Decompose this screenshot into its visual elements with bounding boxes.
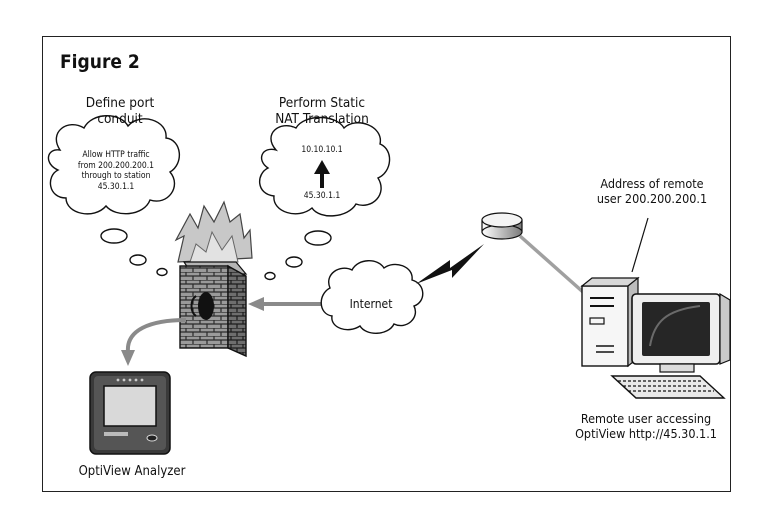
internet-cloud-icon	[320, 260, 424, 334]
port-conduit-thought-cloud	[47, 115, 180, 277]
firewall-icon	[174, 200, 253, 358]
bubble-line: through to station	[81, 171, 151, 182]
thought-bubble-dot	[100, 228, 128, 244]
port-conduit-heading-line2: conduit	[97, 110, 143, 127]
internet-label: Internet	[349, 297, 393, 311]
thought-bubble-dot	[129, 254, 147, 266]
static-nat-heading: Perform Static NAT Translation	[262, 95, 382, 127]
translation-arrow-up-icon	[314, 160, 330, 188]
optiview-analyzer-icon	[89, 371, 171, 455]
port-conduit-heading: Define port conduit	[65, 95, 175, 127]
thought-bubble-dot	[264, 271, 276, 281]
port-conduit-bubble-text: Allow HTTP traffic from 200.200.200.1 th…	[60, 150, 172, 193]
remote-user-line2: OptiView http://45.30.1.1	[575, 426, 717, 441]
remote-pc-icon	[580, 276, 731, 399]
thought-bubble-dot	[304, 230, 332, 246]
optiview-analyzer-label: OptiView Analyzer	[78, 464, 186, 479]
lightning-bolt-icon	[416, 244, 484, 284]
port-conduit-heading-line1: Define port	[85, 95, 155, 111]
router-to-pc-link	[518, 234, 594, 302]
internet-to-firewall-arrow	[248, 297, 324, 311]
static-nat-heading-line2: NAT Translation	[275, 110, 369, 127]
remote-address-line1: Address of remote	[600, 176, 704, 191]
static-nat-heading-line1: Perform Static	[278, 95, 366, 111]
nat-inside-address: 10.10.10.1	[301, 145, 343, 155]
bubble-line: Allow HTTP traffic	[82, 150, 150, 160]
remote-address-line2: user 200.200.200.1	[596, 191, 708, 206]
nat-outside-address: 45.30.1.1	[303, 191, 341, 201]
remote-user-line1: Remote user accessing	[580, 411, 712, 426]
remote-user-label: Remote user accessing OptiView http://45…	[566, 411, 726, 441]
figure-frame	[42, 36, 731, 492]
firewall-to-analyzer-arrow	[121, 318, 187, 366]
router-icon	[481, 212, 523, 240]
thought-bubble-dot	[156, 267, 168, 277]
thought-bubble-dot	[285, 256, 303, 268]
remote-address-label: Address of remote user 200.200.200.1	[582, 176, 722, 206]
bubble-line: from 200.200.200.1	[77, 160, 155, 171]
figure-title: Figure 2	[60, 51, 140, 73]
address-leader-line	[631, 217, 649, 273]
bubble-line: 45.30.1.1	[97, 181, 135, 192]
